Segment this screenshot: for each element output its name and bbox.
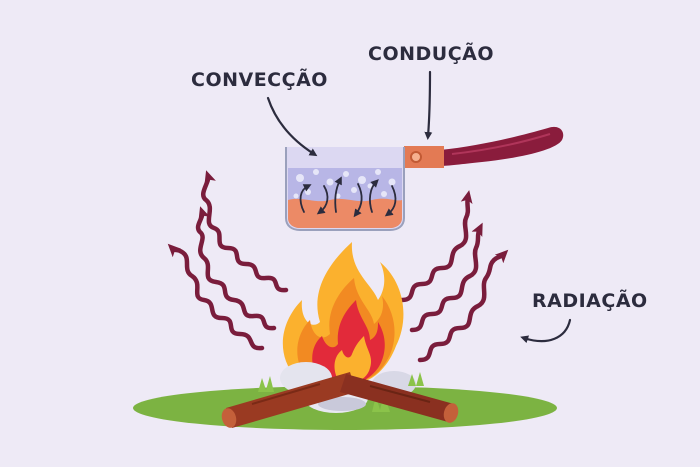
radiation-label: RADIAÇÃO (532, 290, 648, 312)
radiation-arrow-icon (409, 222, 483, 333)
pan-outline (285, 147, 405, 231)
grass-tuft (258, 376, 274, 392)
pointer-arrow-icon (266, 96, 318, 157)
pan-handle-highlight (451, 133, 551, 155)
pointer-arrow-icon (520, 318, 572, 344)
grass-tuft (408, 372, 424, 386)
radiation-arrow-icon (195, 206, 277, 331)
pan-rivet (410, 151, 422, 163)
radiation-arrow-icon (399, 190, 473, 303)
stone-shade (318, 397, 366, 411)
radiation-arrow-icon (417, 249, 509, 363)
radiation-arrow-icon (167, 243, 265, 351)
saucepan-icon (285, 126, 564, 231)
convection-currents (299, 176, 397, 218)
log-left (221, 372, 356, 428)
convection-label: CONVECÇÃO (191, 69, 328, 91)
log-right (340, 374, 459, 423)
radiation-arrow-icon (200, 170, 289, 293)
conduction-label: CONDUÇÃO (368, 43, 494, 65)
campfire-icon (221, 242, 459, 428)
pointer-arrow-icon (424, 70, 433, 140)
radiation-arrows-left (167, 170, 289, 351)
water-bubbles (293, 169, 396, 199)
pan-hot-water (288, 198, 402, 228)
radiation-arrows-right (399, 190, 509, 363)
flame-core (334, 336, 372, 382)
